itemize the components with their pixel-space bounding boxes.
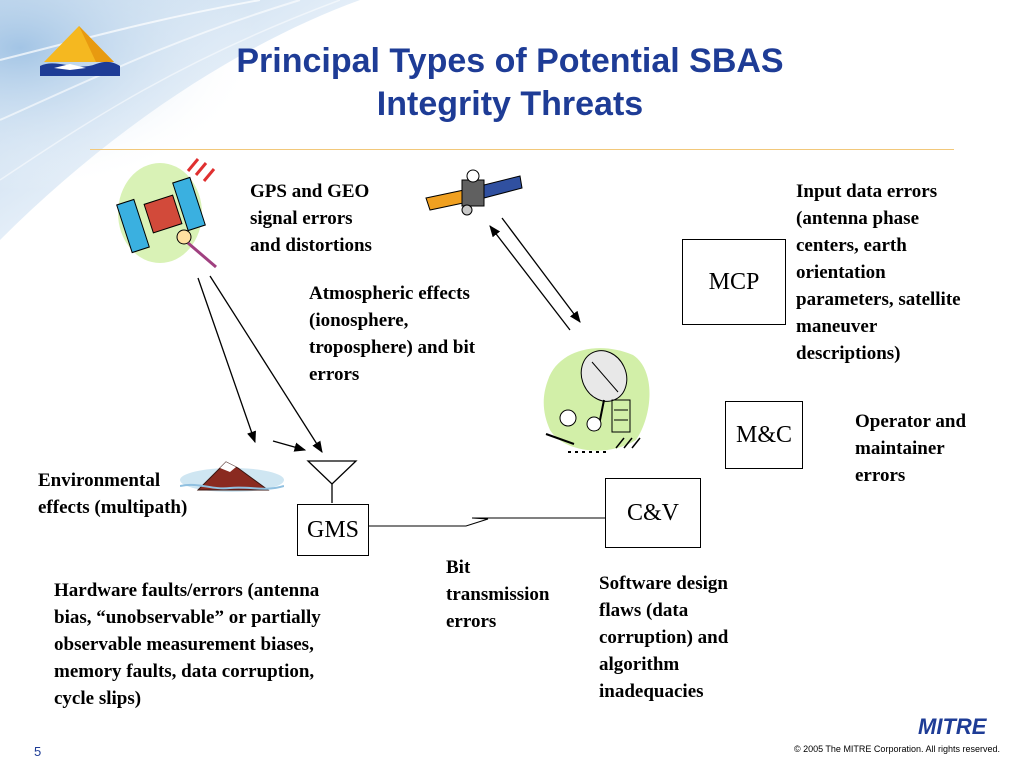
geo-satellite-icon	[425, 169, 523, 216]
text-line: algorithm	[599, 654, 680, 675]
antenna-icon	[306, 460, 358, 503]
gms-label: GMS	[306, 516, 360, 543]
text-line: descriptions)	[796, 343, 901, 364]
copyright-notice: © 2005 The MITRE Corporation. All rights…	[793, 744, 1000, 754]
environmental-effects-label: Environmental effects (multipath)	[38, 467, 187, 521]
text-line: troposphere) and bit	[309, 337, 476, 358]
operator-errors-label: Operator and maintainer errors	[855, 408, 966, 489]
title-divider	[90, 149, 954, 150]
text-line: memory faults, data corruption,	[54, 661, 315, 682]
software-flaws-label: Software design flaws (data corruption) …	[599, 570, 728, 705]
text-line: errors	[446, 611, 497, 632]
uplink-arrow-geo	[489, 225, 571, 331]
text-line: GPS and GEO	[250, 181, 370, 202]
text-line: cycle slips)	[54, 688, 142, 709]
text-line: corruption) and	[599, 627, 729, 648]
text-line: signal errors	[250, 208, 353, 229]
mcp-node: MCP	[682, 239, 786, 325]
text-line: (antenna phase	[796, 208, 919, 229]
signal-arrow-gps-to-antenna	[209, 275, 323, 453]
gms-cv-link	[368, 517, 606, 527]
satellite-dish-icon	[543, 348, 650, 453]
title-line-2: Integrity Threats	[376, 85, 644, 123]
mc-label: M&C	[735, 421, 792, 448]
mountain-icon	[180, 461, 284, 492]
text-line: Atmospheric effects	[309, 283, 470, 304]
text-line: maneuver	[796, 316, 878, 337]
page-title: Principal Types of Potential SBAS Integr…	[150, 40, 870, 126]
page-number: 5	[34, 744, 42, 759]
mitre-brand-logo: MITRE	[918, 714, 987, 739]
text-line: Hardware faults/errors (antenna	[54, 580, 320, 601]
gms-node: GMS	[297, 504, 369, 556]
text-line: bias, “unobservable” or partially	[54, 607, 321, 628]
text-line: parameters, satellite	[796, 289, 961, 310]
text-line: (ionosphere,	[309, 310, 409, 331]
text-line: Input data errors	[796, 181, 938, 202]
text-line: observable measurement biases,	[54, 634, 314, 655]
text-line: centers, earth	[796, 235, 907, 256]
gps-geo-errors-label: GPS and GEO signal errors and distortion…	[250, 178, 372, 259]
text-line: errors	[309, 364, 360, 385]
text-line: orientation	[796, 262, 886, 283]
text-line: transmission	[446, 584, 550, 605]
atmospheric-effects-label: Atmospheric effects (ionosphere, troposp…	[309, 280, 475, 388]
text-line: flaws (data	[599, 600, 689, 621]
hardware-faults-label: Hardware faults/errors (antenna bias, “u…	[54, 577, 321, 712]
text-line: errors	[855, 465, 906, 486]
text-line: maintainer	[855, 438, 945, 459]
title-line-1: Principal Types of Potential SBAS	[236, 42, 784, 80]
text-line: inadequacies	[599, 681, 704, 702]
text-line: Environmental	[38, 470, 161, 491]
mc-node: M&C	[725, 401, 803, 469]
input-data-errors-label: Input data errors (antenna phase centers…	[796, 178, 961, 367]
text-line: Operator and	[855, 411, 967, 432]
cv-node: C&V	[605, 478, 701, 548]
text-line: Software design	[599, 573, 728, 594]
multipath-arrow	[272, 440, 307, 452]
signal-arrow-gps-to-mountain	[197, 277, 256, 444]
text-line: Bit	[446, 557, 471, 578]
mcp-label: MCP	[708, 268, 760, 295]
mitre-sbas-logo-icon	[40, 26, 120, 76]
bit-transmission-errors-label: Bit transmission errors	[446, 554, 549, 635]
cv-label: C&V	[626, 499, 679, 526]
text-line: effects (multipath)	[38, 497, 188, 518]
gps-satellite-icon	[116, 158, 217, 269]
text-line: and distortions	[250, 235, 372, 256]
